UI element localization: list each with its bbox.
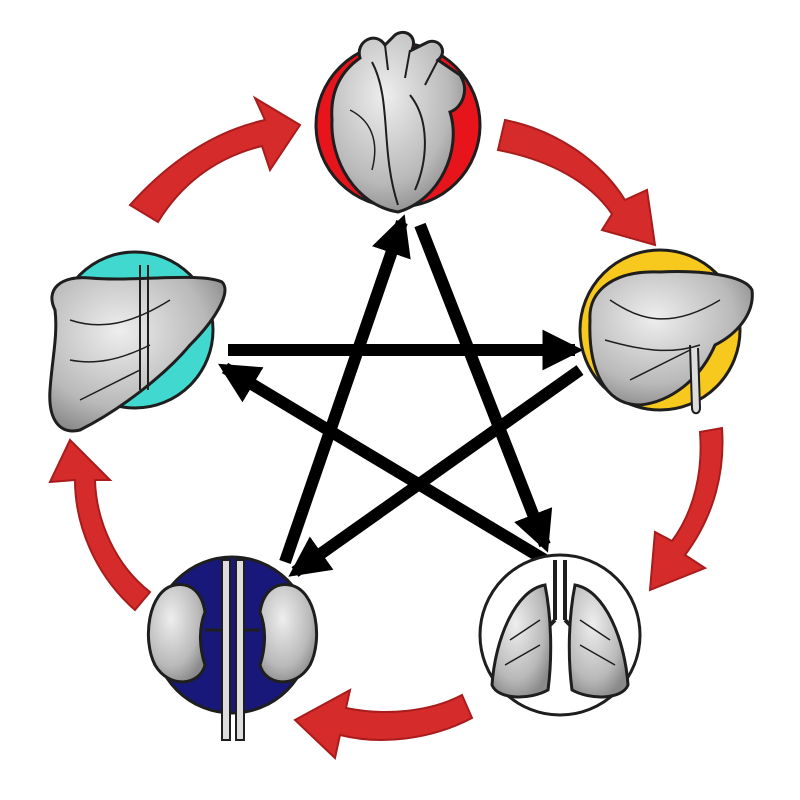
generating-cycle [48, 95, 724, 760]
arrow-lungs-to-kidneys [293, 688, 474, 760]
kidneys-icon [146, 559, 319, 741]
liver-icon [48, 265, 227, 433]
lungs-icon [490, 560, 630, 699]
kidneys-node [146, 555, 319, 741]
spleen-icon [588, 270, 754, 415]
spleen-node [578, 248, 754, 415]
arrow-heart-to-lungs [414, 222, 553, 553]
controlling-cycle [218, 214, 584, 577]
lungs-node [478, 553, 642, 717]
arrow-kidneys-to-liver [48, 438, 152, 612]
arrow-lungs-to-liver [218, 362, 549, 566]
arrow-kidneys-to-heart [279, 214, 411, 564]
heart-icon [330, 30, 466, 214]
arrow-liver-to-heart [128, 95, 302, 224]
liver-node [48, 250, 227, 433]
arrow-heart-to-spleen [496, 118, 657, 247]
heart-node [314, 30, 482, 214]
arrow-spleen-to-kidneys [288, 365, 584, 577]
arrow-spleen-to-lungs [648, 426, 724, 592]
